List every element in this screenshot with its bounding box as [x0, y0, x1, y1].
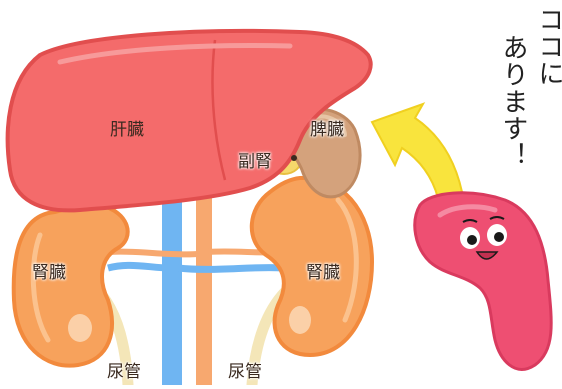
renal-artery-left	[110, 252, 198, 255]
label-kidney-right: 腎臓	[306, 258, 340, 283]
kidney-left-spot	[68, 314, 92, 342]
yellow-arrow	[372, 104, 462, 198]
aorta	[196, 170, 212, 385]
kidney-left	[14, 204, 128, 365]
label-liver: 肝臓	[110, 115, 144, 140]
label-adrenal: 副腎	[238, 147, 272, 172]
renal-vein-right	[178, 268, 283, 270]
callout-line-1: ココに	[536, 6, 562, 87]
label-ureter-right: 尿管	[228, 357, 262, 382]
renal-vein-left	[108, 265, 170, 268]
label-ureter-left: 尿管	[107, 357, 141, 382]
label-kidney-left: 腎臓	[32, 258, 66, 283]
callout-line-2: あります！	[500, 34, 526, 169]
spleen-character	[415, 193, 551, 370]
adrenal-pointer-dot	[291, 155, 297, 161]
label-spleen: 脾臓	[310, 115, 344, 140]
kidney-right-spot	[289, 306, 311, 334]
